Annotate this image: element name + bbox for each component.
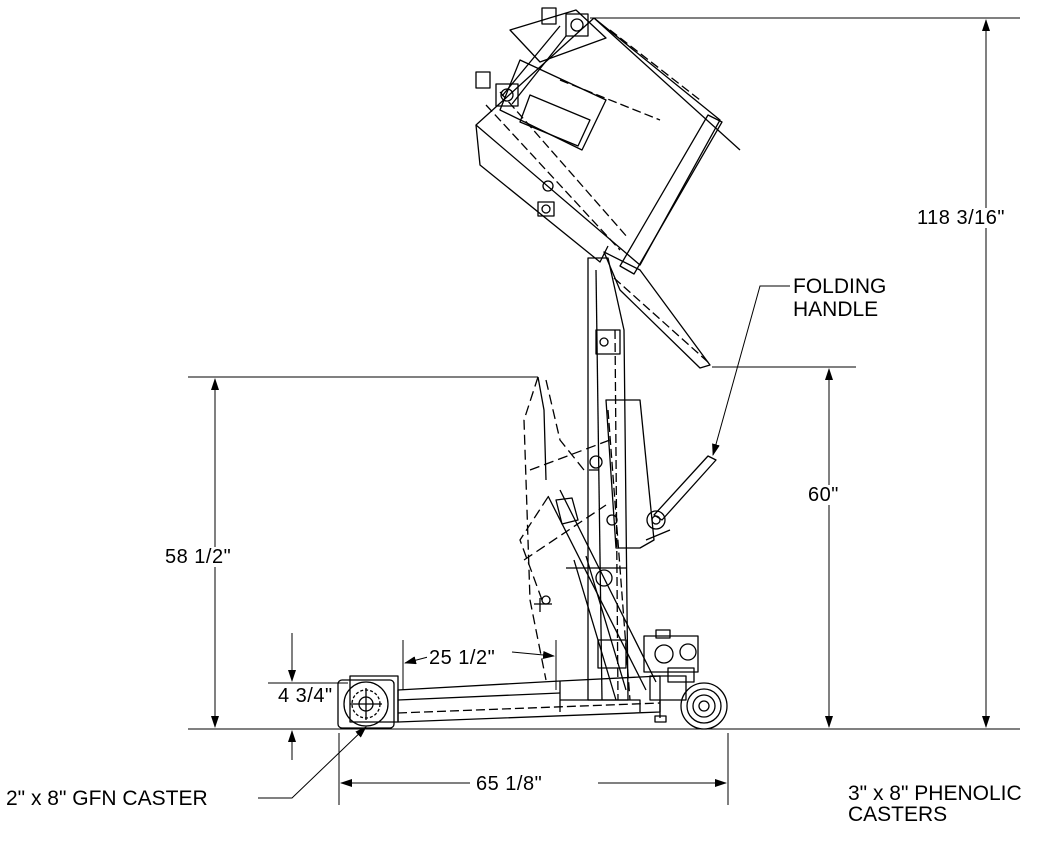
front-caster-callout: 2" x 8" GFN CASTER — [6, 787, 208, 810]
lowered-bin-ghost — [520, 377, 610, 680]
bin-clamps — [476, 8, 588, 216]
folding-handle-callout: FOLDING HANDLE — [793, 276, 886, 320]
hydraulic-linkage — [548, 490, 656, 700]
folding-handle-line2: HANDLE — [793, 298, 879, 321]
raised-bin — [476, 8, 740, 368]
rear-caster-line1: 3" x 8" PHENOLIC — [848, 782, 1022, 805]
folding-handle — [646, 456, 716, 540]
mast — [588, 258, 654, 700]
overall-length-label: 65 1/8" — [474, 773, 545, 795]
overall-height-label: 118 3/16" — [915, 207, 1007, 229]
caster-height-label: 4 3/4" — [276, 685, 335, 707]
dump-height-label: 60" — [806, 484, 841, 506]
fork-length-dim-left — [404, 656, 428, 665]
lowered-bin-lip — [538, 377, 546, 480]
rear-caster — [668, 668, 727, 729]
front-caster-leader — [258, 726, 367, 798]
rear-caster-line2: CASTERS — [848, 803, 948, 826]
fork-length-dim-right — [512, 650, 555, 659]
foot-lever — [534, 596, 552, 612]
leader-lines — [258, 286, 790, 798]
front-caster — [338, 680, 394, 728]
bin-dumper-drawing — [300, 8, 740, 729]
base-frame — [350, 676, 686, 722]
dimension-lines — [188, 18, 1020, 805]
pump-block — [644, 630, 698, 672]
lift-height-label: 58 1/2" — [163, 546, 234, 568]
folding-handle-line1: FOLDING — [793, 275, 887, 298]
folding-handle-leader — [712, 286, 790, 456]
fork-length-label: 25 1/2" — [427, 647, 498, 669]
rear-caster-callout: 3" x 8" PHENOLIC CASTERS — [848, 783, 1022, 825]
